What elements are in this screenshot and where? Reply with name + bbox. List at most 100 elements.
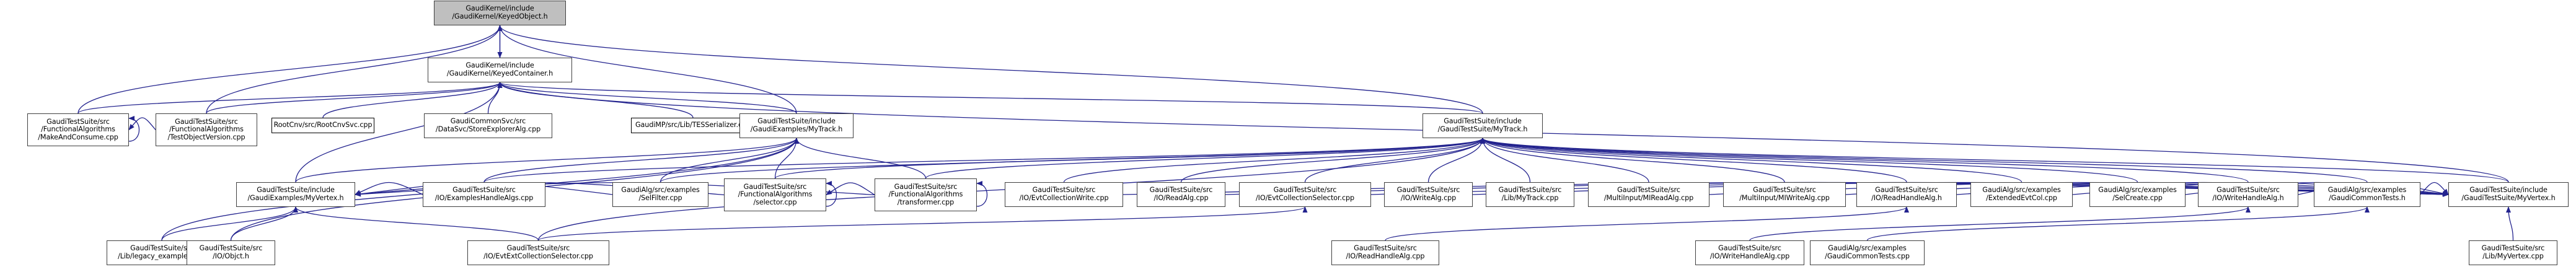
graph-edge [2420, 182, 2449, 195]
graph-edge [659, 138, 1485, 183]
graph-node[interactable]: GaudiKernel/include/GaudiKernel/KeyedCon… [428, 58, 572, 82]
graph-edge [497, 82, 694, 118]
graph-node[interactable]: GaudiKernel/include/GaudiKernel/KeyedObj… [434, 1, 566, 25]
node-label-line: GaudiTestSuite/src [1718, 244, 1781, 253]
node-label-line: RootCnv/src/RootCnvSvc.cpp [273, 121, 373, 129]
node-label-line: /FunctionalAlgorithms [41, 125, 115, 134]
graph-edge [322, 82, 503, 118]
node-label-line: /IO/WriteHandleAlg.h [2212, 194, 2284, 202]
graph-node[interactable]: GaudiTestSuite/src/MultiInput/MIReadAlg.… [1588, 182, 1709, 207]
graph-edge [1480, 138, 2138, 183]
node-label-line: GaudiKernel/include [465, 4, 534, 13]
graph-edge [1480, 138, 2022, 183]
node-label-line: /transformer.cpp [897, 198, 955, 206]
node-label-line: GaudiTestSuite/src [1354, 244, 1417, 253]
graph-node[interactable]: GaudiAlg/src/examples/GaudiCommonTests.h [2314, 182, 2420, 207]
graph-edge [77, 82, 503, 114]
graph-node[interactable]: GaudiTestSuite/src/FunctionalAlgorithms/… [27, 113, 129, 146]
graph-node[interactable]: GaudiAlg/src/examples/GaudiCommonTests.c… [1810, 240, 1925, 265]
graph-node[interactable]: GaudiTestSuite/src/IO/ReadHandleAlg.cpp [1331, 240, 1439, 265]
graph-node[interactable]: GaudiTestSuite/src/FunctionalAlgorithms/… [156, 113, 257, 146]
node-label-line: GaudiAlg/src/examples [1828, 244, 1907, 253]
node-label-line: GaudiTestSuite/include [2469, 186, 2547, 195]
graph-edge [1480, 138, 2509, 183]
graph-edge [1063, 138, 1485, 183]
node-label-line: /IO/EvtCollectionWrite.cpp [1019, 194, 1109, 202]
node-label-line: /Lib/MyTrack.cpp [1501, 194, 1559, 202]
graph-node[interactable]: GaudiTestSuite/include/GaudiExamples/MyV… [236, 182, 355, 207]
graph-node[interactable]: GaudiTestSuite/src/IO/ReadHandleAlg.h [1856, 182, 1957, 207]
node-label-line: /IO/Objct.h [213, 252, 249, 260]
node-label-line: /IO/ExamplesHandleAlgs.cpp [434, 194, 534, 202]
graph-edge [483, 138, 799, 183]
graph-edge [1427, 138, 1485, 183]
graph-node[interactable]: GaudiCommonSvc/src/DataSvc/StoreExplorer… [424, 113, 552, 138]
graph-edge [774, 138, 1485, 179]
graph-edge [161, 206, 298, 241]
node-label-line: /Lib/MyVertex.cpp [2482, 252, 2544, 260]
graph-edge [483, 138, 1485, 183]
graph-node[interactable]: GaudiTestSuite/src/IO/WriteHandleAlg.cpp [1695, 240, 1804, 265]
graph-edge [497, 82, 797, 114]
node-label-line: /Lib/legacy_examples.cpp [118, 252, 206, 260]
graph-node[interactable]: GaudiTestSuite/src/Lib/MyTrack.cpp [1486, 182, 1574, 207]
graph-node[interactable]: GaudiTestSuite/src/FunctionalAlgorithms/… [724, 178, 826, 211]
graph-node[interactable]: GaudiTestSuite/src/IO/ExamplesHandleAlgs… [423, 182, 545, 207]
node-label-line: GaudiTestSuite/src [199, 244, 263, 253]
node-label-line: /MultiInput/MIReadAlg.cpp [1603, 194, 1694, 202]
graph-edge [206, 82, 503, 114]
graph-node[interactable]: GaudiTestSuite/include/GaudiTestSuite/My… [1423, 113, 1543, 138]
node-label-line: /GaudiTestSuite/MyTrack.h [1437, 125, 1528, 133]
graph-node[interactable]: GaudiTestSuite/src/Lib/MyVertex.cpp [2469, 240, 2557, 265]
graph-edge [230, 206, 298, 241]
graph-node[interactable]: GaudiAlg/src/examples/SelFilter.cpp [612, 182, 708, 207]
graph-node[interactable]: GaudiTestSuite/src/FunctionalAlgorithms/… [875, 178, 977, 211]
graph-edge [1180, 138, 1485, 183]
node-label-line: /selector.cpp [753, 198, 797, 206]
graph-node[interactable]: GaudiAlg/src/examples/SelCreate.cpp [2089, 182, 2186, 207]
node-label-line: /IO/EvtExtCollectionSelector.cpp [483, 252, 593, 260]
node-label-line: /DataSvc/StoreExplorerAlg.cpp [435, 125, 541, 133]
graph-node[interactable]: GaudiTestSuite/src/IO/Objct.h [187, 240, 275, 265]
node-label-line: /GaudiExamples/MyTrack.h [750, 125, 843, 133]
graph-node[interactable]: GaudiTestSuite/src/MultiInput/MIWriteAlg… [1723, 182, 1846, 207]
graph-node[interactable]: GaudiTestSuite/include/GaudiTestSuite/My… [2448, 182, 2569, 207]
graph-edge [293, 206, 539, 241]
node-label-line: /GaudiKernel/KeyedContainer.h [446, 69, 554, 77]
graph-node[interactable]: GaudiMP/src/Lib/TESSerializer.cpp [631, 118, 755, 133]
graph-edge [2506, 206, 2514, 241]
node-label-line: /IO/EvtCollectionSelector.cpp [1256, 194, 1354, 202]
node-label-line: /IO/ReadHandleAlg.cpp [1346, 252, 1425, 260]
graph-edge [1480, 138, 2249, 183]
graph-node[interactable]: GaudiTestSuite/src/IO/WriteHandleAlg.h [2198, 182, 2298, 207]
graph-node[interactable]: GaudiTestSuite/src/IO/WriteAlg.cpp [1384, 182, 1473, 207]
node-label-line: /IO/ReadAlg.cpp [1153, 194, 1209, 202]
graph-edge [794, 138, 927, 179]
graph-node[interactable]: GaudiTestSuite/src/IO/EvtExtCollectionSe… [467, 240, 609, 265]
node-label-line: /FunctionalAlgorithms [738, 190, 813, 199]
graph-edge [659, 138, 799, 183]
graph-node[interactable]: RootCnv/src/RootCnvSvc.cpp [271, 118, 374, 133]
node-label-line: /FunctionalAlgorithms [888, 190, 963, 199]
graph-self-edge [976, 181, 987, 207]
graph-edge [1480, 138, 1531, 183]
graph-node[interactable]: GaudiTestSuite/include/GaudiExamples/MyT… [739, 113, 854, 138]
graph-node[interactable]: GaudiTestSuite/src/IO/EvtCollectionWrite… [1005, 182, 1123, 207]
node-label-line: /FunctionalAlgorithms [169, 125, 244, 134]
node-label-line: /GaudiCommonTests.h [2329, 194, 2406, 202]
graph-node[interactable]: GaudiAlg/src/examples/ExtendedEvtCol.cpp [1970, 182, 2073, 207]
node-label-line: /IO/WriteHandleAlg.cpp [1709, 252, 1790, 260]
graph-edge [1304, 138, 1485, 183]
graph-self-edge [128, 116, 139, 142]
node-label-line: GaudiTestSuite/src [175, 117, 238, 126]
graph-edge [1480, 138, 1785, 183]
node-label-line: GaudiMP/src/Lib/TESSerializer.cpp [635, 121, 751, 129]
graph-node[interactable]: GaudiTestSuite/src/IO/EvtCollectionSelec… [1239, 182, 1371, 207]
node-label-line: /SelCreate.cpp [2112, 194, 2163, 202]
graph-edge [487, 82, 503, 114]
node-label-line: /ExtendedEvtCol.cpp [1986, 194, 2057, 202]
graph-node[interactable]: GaudiTestSuite/src/IO/ReadAlg.cpp [1137, 182, 1225, 207]
graph-edge [1480, 138, 1907, 183]
